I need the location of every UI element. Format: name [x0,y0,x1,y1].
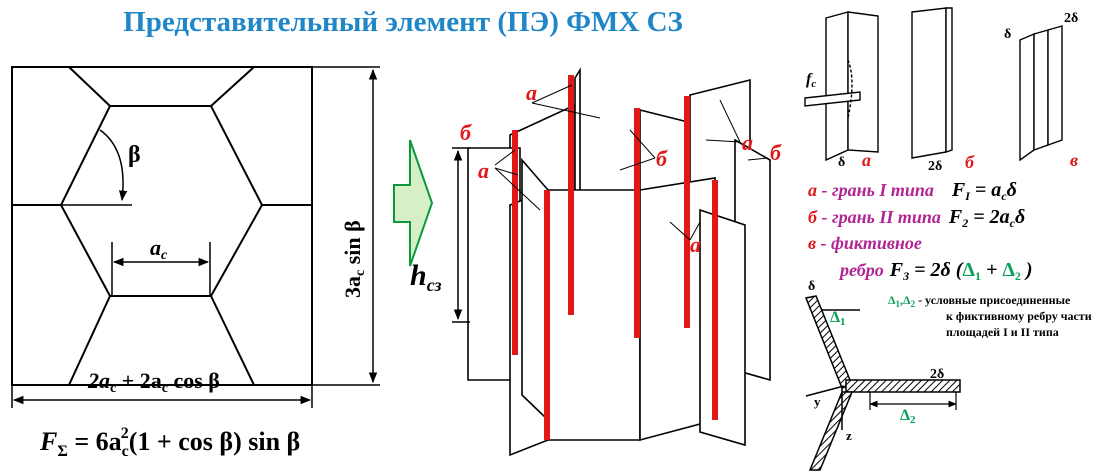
node-note-line1: Δ1,Δ2 - условные присоединенные [888,293,1071,309]
ac-dimension [111,242,211,296]
prism-leaders [494,84,769,241]
sketch-v-delta: δ [1004,27,1011,42]
height-label: 3ac sin β [340,220,368,298]
diagram-title: Представительный элемент (ПЭ) ФМХ СЗ [123,6,683,38]
prism-height-label: hсз [410,259,441,295]
sketch-v-label: в [1070,150,1078,170]
ac-label: ac [150,235,168,263]
hatched-flange-right [845,379,961,393]
node-dimensions [869,392,957,410]
area-formula: FΣ = 6ac2(1 + cos β) sin β [39,425,300,460]
node-note: Δ1,Δ2 - условные присоединенные к фиктив… [888,293,1092,339]
node-note-line3: площадей I и II типа [946,325,1059,339]
sketch-a [804,11,879,162]
node-z-axis: z [846,428,852,443]
width-label: 2ac + 2ac cos β [87,368,220,396]
prism-label-b2: б [656,146,668,171]
legend-v: в - фиктивное [808,233,922,253]
prism-label-b3: б [770,140,782,165]
hexagon-panel [11,66,313,386]
sketch-f-label: fс [806,71,816,90]
node-2delta: 2δ [930,367,944,382]
prism-label-a1: а [526,80,537,105]
node-y-axis: y [814,394,821,409]
sketch-b-label: б [965,152,975,172]
transition-arrow [393,139,434,267]
sketch-a-delta: δ [838,155,845,170]
height-dimension [312,66,380,386]
node-d1: Δ1 [830,309,846,328]
prism-label-b1: б [460,120,472,145]
sketch-b [911,7,953,159]
front-plate-main [547,189,641,441]
node-detail [804,295,961,471]
sketch-a-label: а [862,150,871,170]
node-note-line2: к фиктивному ребру части [946,309,1092,323]
fictive-ribs [512,75,718,440]
prism-height-dimension [452,147,470,323]
prism-label-a4: а [690,232,701,257]
sketch-b-2delta: 2δ [928,159,942,174]
prism-label-a2: а [478,158,489,183]
width-dimension [11,385,313,408]
beta-angle-marker [61,129,132,206]
node-d2: Δ2 [900,407,916,426]
sketch-v-2delta: 2δ [1064,11,1078,26]
prism-label-a3: а [742,130,753,155]
sketch-v [1019,25,1063,162]
beta-label: β [128,142,141,168]
hexagon-outline [59,105,264,297]
node-delta: δ [808,279,815,294]
outer-rectangle [11,66,313,386]
